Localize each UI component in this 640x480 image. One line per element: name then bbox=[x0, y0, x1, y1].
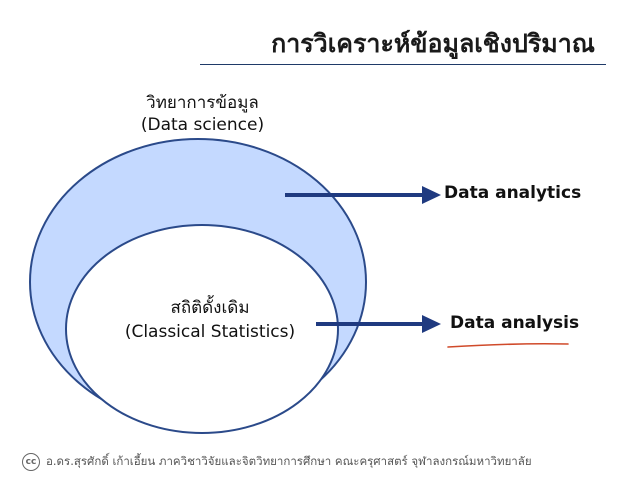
outer-label-thai: วิทยาการข้อมูล bbox=[146, 93, 259, 113]
outer-label: วิทยาการข้อมูล (Data science) bbox=[100, 92, 305, 136]
inner-ellipse-classical-statistics bbox=[65, 224, 339, 434]
arrow-data-analysis bbox=[316, 315, 441, 333]
inner-label-thai: สถิติดั้งเดิม bbox=[170, 298, 250, 318]
footer: cc อ.ดร.สุรศักดิ์ เก้าเอี้ยน ภาควิชาวิจั… bbox=[22, 451, 532, 473]
inner-label-english: (Classical Statistics) bbox=[124, 322, 296, 342]
label-data-analytics: Data analytics bbox=[444, 183, 582, 203]
inner-label: สถิติดั้งเดิม (Classical Statistics) bbox=[95, 296, 325, 344]
label-data-analysis: Data analysis bbox=[450, 313, 580, 333]
cc-license-icon: cc bbox=[22, 453, 40, 471]
title-divider bbox=[200, 64, 606, 65]
page-title: การวิเคราะห์ข้อมูลเชิงปริมาณ bbox=[271, 29, 595, 58]
footer-credit: อ.ดร.สุรศักดิ์ เก้าเอี้ยน ภาควิชาวิจัยแล… bbox=[46, 454, 532, 468]
arrow-data-analytics bbox=[285, 186, 441, 204]
handwritten-underline bbox=[447, 342, 569, 348]
outer-label-english: (Data science) bbox=[140, 115, 265, 135]
